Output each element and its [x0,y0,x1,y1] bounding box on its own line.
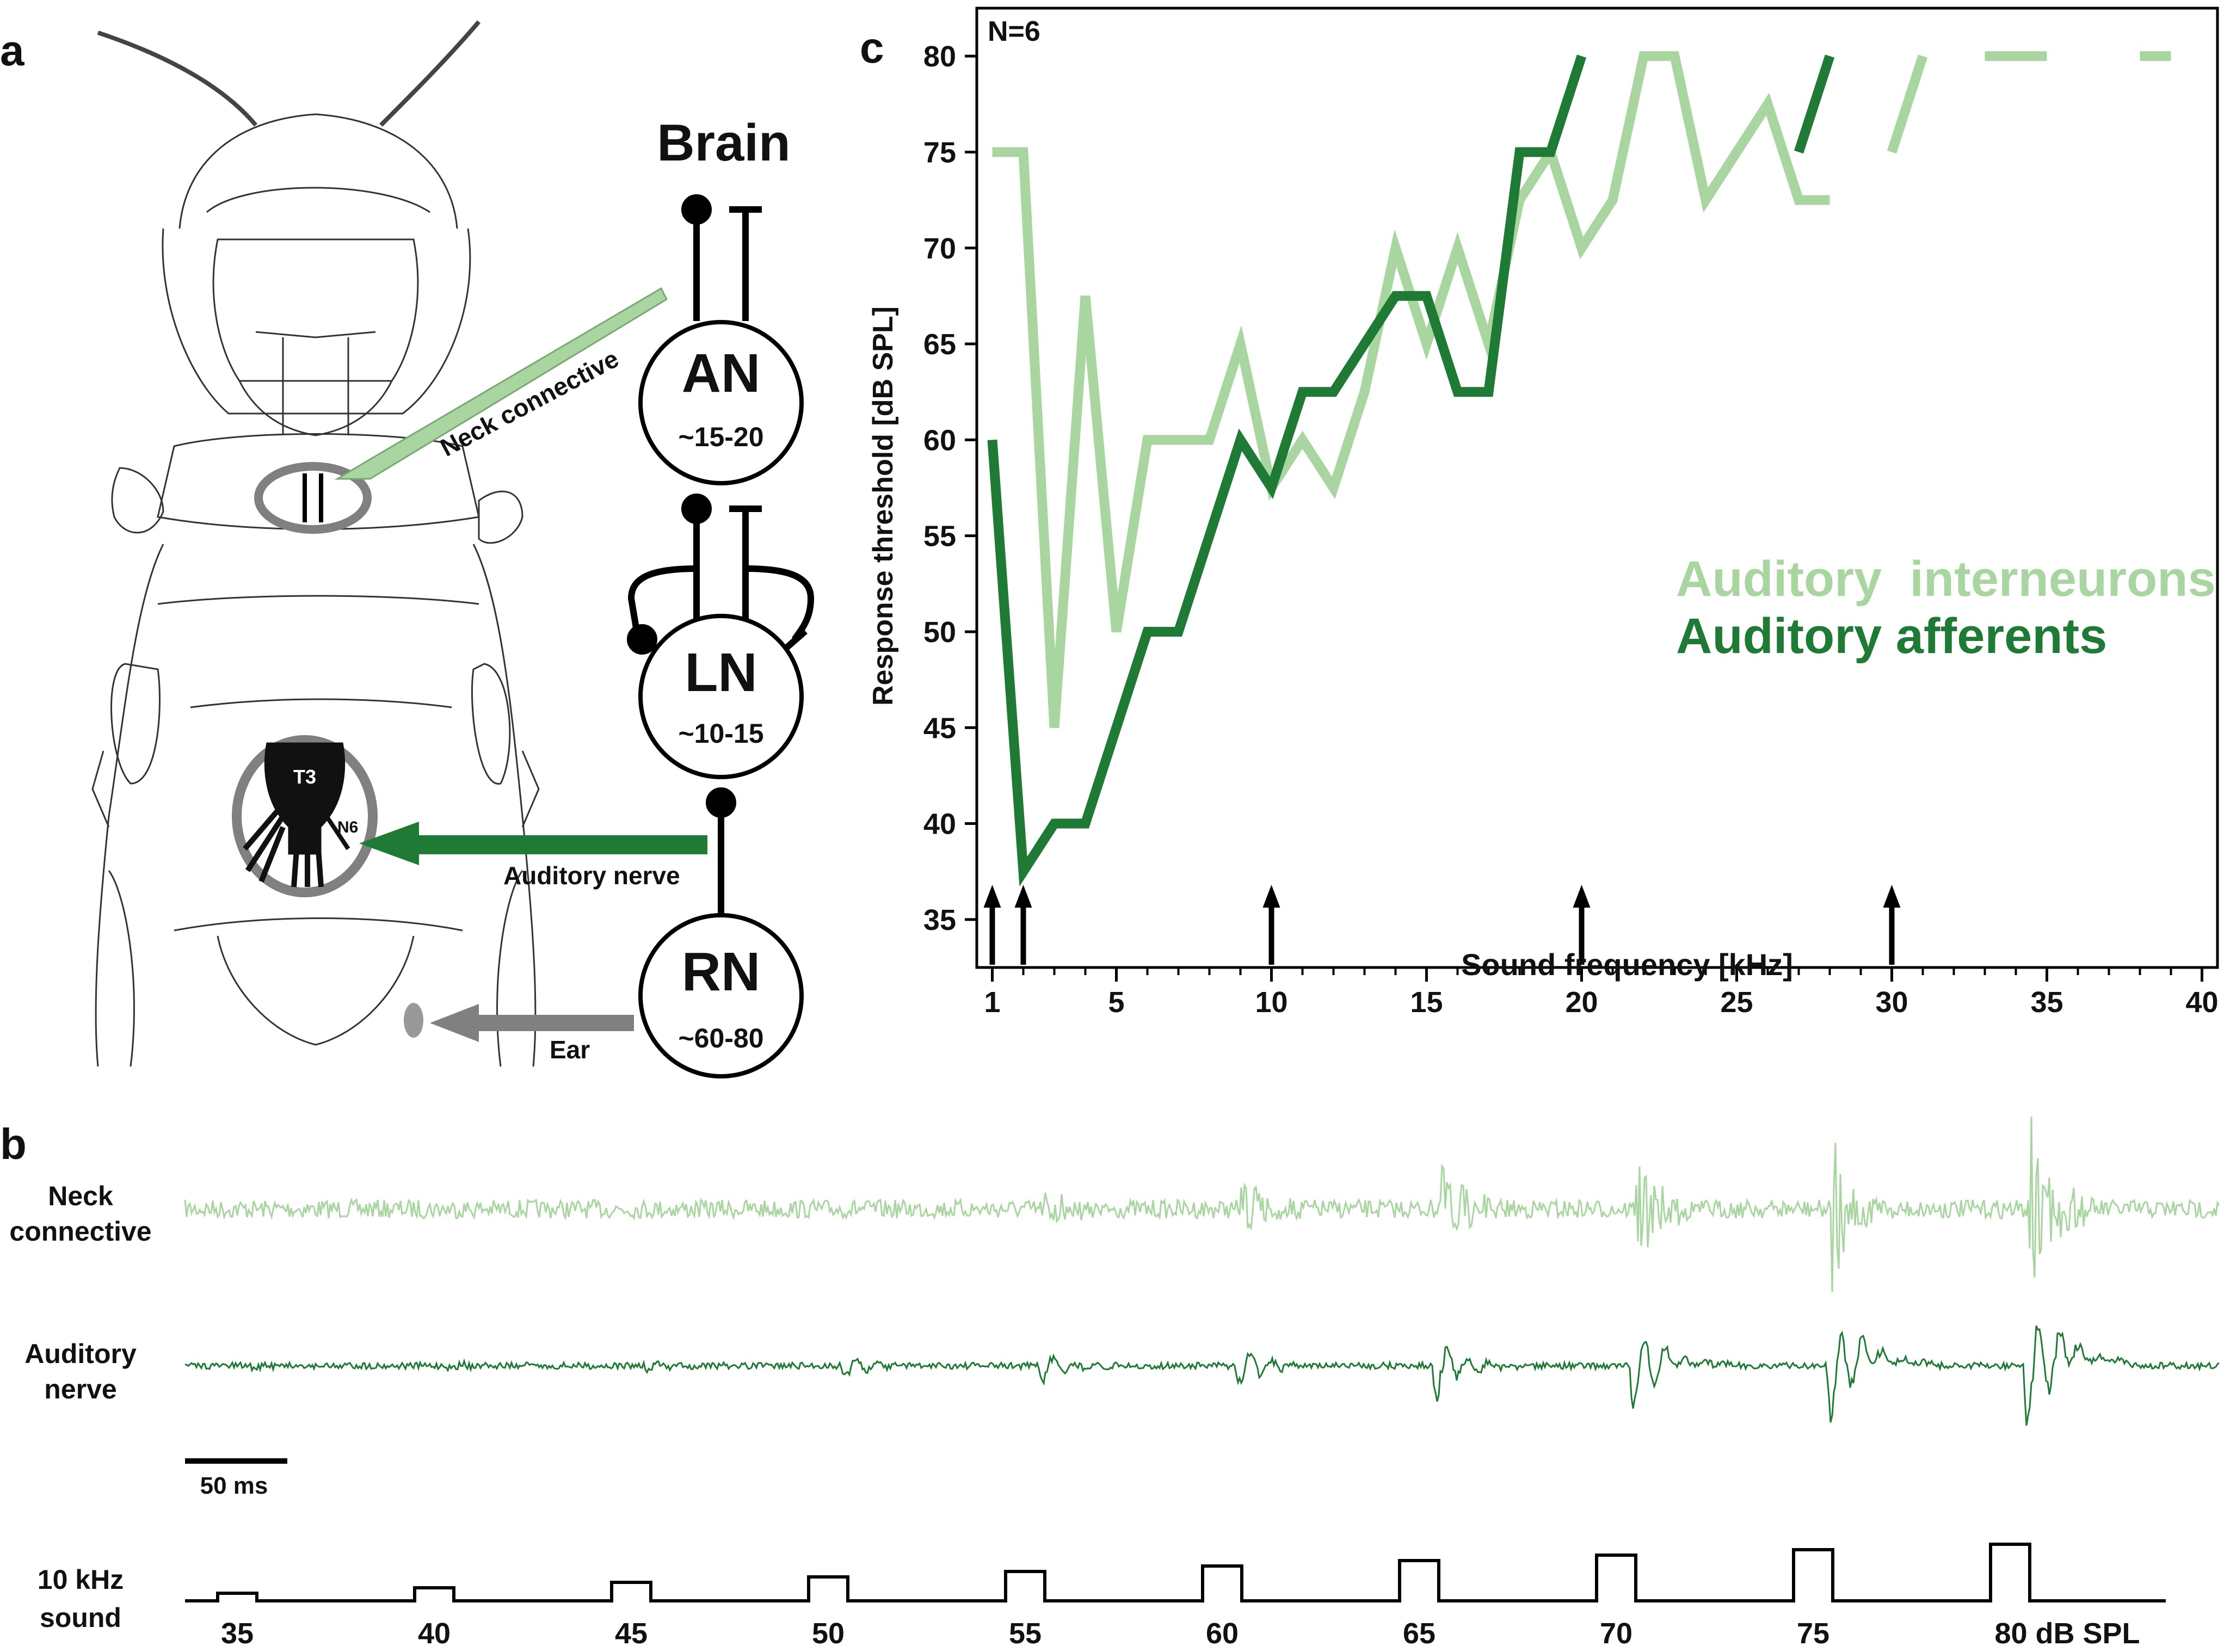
neck-connective-oval [254,462,372,534]
y-axis-label: Response threshold [dB SPL] [867,306,899,706]
x-tick-label: 25 [1720,986,1753,1019]
sound-label-2: sound [40,1602,121,1633]
test-frequency-arrowhead [1014,885,1032,908]
y-tick-label: 50 [923,616,956,649]
neck-connective-trace [184,1117,2220,1292]
ganglion-silhouette [243,742,350,887]
n-annotation: N=6 [988,16,1040,47]
x-tick-label: 1 [984,986,1000,1019]
panel-label-c: c [860,23,884,72]
brain-title: Brain [657,114,790,172]
sound-level-label: 70 [1600,1617,1632,1650]
series-afferents-line [987,54,1587,887]
legend-interneurons: Auditory interneurons [1676,551,2216,607]
sound-level-label: 40 [418,1617,451,1650]
an-label: AN [682,343,760,404]
y-tick-label: 60 [923,424,956,457]
sound-level-label: 45 [615,1617,648,1650]
neck-trace-label-2: connective [9,1216,151,1247]
panel-label-b: b [0,1120,27,1168]
scale-bar-label: 50 ms [200,1472,268,1499]
y-tick-label: 55 [923,520,956,553]
x-tick-label: 10 [1255,986,1287,1019]
y-tick-label: 80 [923,40,956,73]
sound-level-label: 60 [1206,1617,1239,1650]
rn-count: ~60-80 [678,1023,763,1053]
y-tick-label: 65 [923,328,956,361]
x-tick-label: 5 [1108,986,1124,1019]
sound-level-label: 65 [1403,1617,1436,1650]
x-tick-label: 20 [1565,986,1598,1019]
sound-level-label: 80 dB SPL [1994,1617,2140,1650]
neck-arrow-label: Neck connective [435,344,623,461]
rn-label: RN [682,941,760,1002]
nerve-trace-label-1: Auditory [24,1339,137,1369]
sound-level-label: 35 [221,1617,254,1650]
ear-oval [404,1003,423,1038]
sound-level-labels: 35 40 45 50 55 60 65 70 75 80 dB SPL [221,1617,2140,1650]
y-tick-label: 45 [923,712,956,744]
test-frequency-arrowhead [1262,885,1280,908]
plot-frame [975,7,2219,969]
x-axis-label: Sound frequency [kHz] [1461,947,1793,982]
nerve-n6-label: N6 [337,818,358,836]
rn-neuron [638,913,804,1078]
test-frequency-arrowhead [1573,885,1591,908]
sound-stimulus-trace [185,1543,2166,1602]
ganglion-label: T3 [293,766,316,788]
auditory-nerve-label: Auditory nerve [503,861,680,890]
x-tick-label: 40 [2185,986,2218,1019]
y-tick-label: 40 [923,808,956,841]
series-interneurons-line [1887,54,1928,154]
legend-afferents: Auditory afferents [1676,608,2107,664]
x-tick-label: 35 [2030,986,2063,1019]
auditory-nerve-arrow [359,822,707,865]
an-count: ~15-20 [678,422,763,452]
nerve-trace-label-2: nerve [44,1374,116,1404]
neuron-diagram [627,194,815,1078]
x-tick-label: 15 [1410,986,1443,1019]
sound-label-1: 10 kHz [38,1564,124,1595]
ln-count: ~10-15 [678,718,763,749]
auditory-nerve-trace [184,1325,2220,1426]
ln-neuron [638,614,804,779]
y-tick-label: 70 [923,232,956,265]
y-tick-label: 75 [923,136,956,169]
ear-arrow [430,1004,634,1042]
neck-trace-label-1: Neck [48,1181,113,1211]
test-frequency-arrowhead [983,885,1001,908]
y-tick-label: 35 [923,904,956,936]
sound-level-label: 55 [1009,1617,1042,1650]
neck-arrow [334,287,668,480]
ln-label: LN [685,642,757,703]
ear-label: Ear [550,1035,590,1064]
series-afferents-line [1794,54,1835,154]
an-neuron [638,320,804,485]
panel-label-a: a [0,26,24,75]
sound-level-label: 50 [812,1617,845,1650]
x-tick-label: 30 [1875,986,1908,1019]
sound-level-label: 75 [1797,1617,1829,1650]
test-frequency-arrowhead [1883,885,1901,908]
insect-drawing [91,20,540,1067]
